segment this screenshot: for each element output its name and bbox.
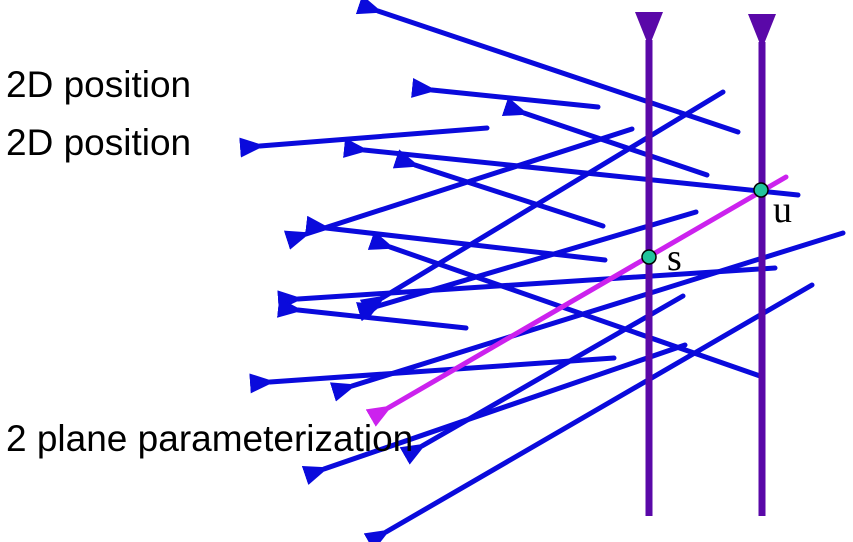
light-ray xyxy=(501,97,710,178)
light-ray xyxy=(277,297,469,331)
light-ray xyxy=(355,0,741,135)
light-ray xyxy=(277,265,778,311)
light-ray xyxy=(392,149,606,229)
light-ray xyxy=(304,215,608,263)
intersection-point-u xyxy=(753,182,769,198)
light-ray xyxy=(239,125,490,158)
light-ray xyxy=(249,355,617,394)
position-label-2: 2D position xyxy=(6,122,192,163)
position-label-1: 2D position xyxy=(6,64,192,105)
highlighted-ray xyxy=(365,174,789,427)
light-ray xyxy=(363,282,815,542)
plane-u-label: u xyxy=(773,189,792,231)
light-ray xyxy=(301,342,688,485)
parameterization-label: 2 plane parameterization xyxy=(6,418,414,459)
light-ray xyxy=(411,78,601,110)
light-ray xyxy=(283,126,635,250)
light-ray xyxy=(367,230,763,379)
intersection-point-s xyxy=(641,249,657,265)
light-ray xyxy=(343,137,801,198)
ray-group xyxy=(239,0,846,542)
plane-s-label: s xyxy=(667,237,682,279)
